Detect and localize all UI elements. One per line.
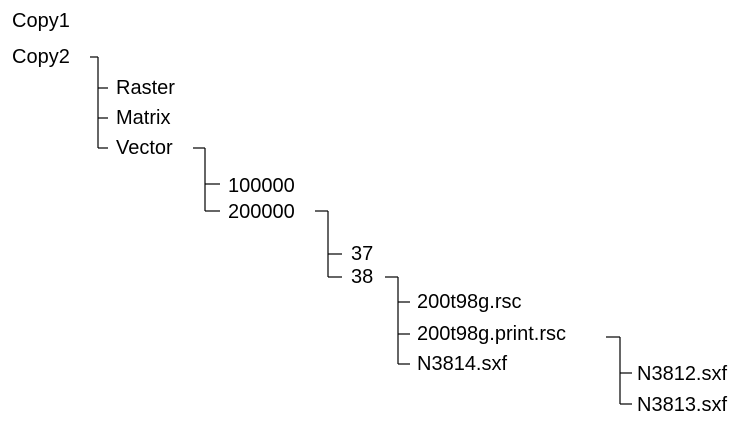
node-38: 38 [351,266,374,288]
node-37: 37 [351,243,374,265]
node-200000: 200000 [228,201,295,223]
node-100000: 100000 [228,175,295,197]
node-copy1: Copy1 [12,10,70,32]
node-copy2: Copy2 [12,46,70,68]
node-200t98g-print-rsc: 200t98g.print.rsc [417,323,566,345]
node-n3814-sxf: N3814.sxf [417,353,508,375]
node-matrix: Matrix [116,107,171,129]
node-raster: Raster [116,77,175,99]
node-n3812-sxf: N3812.sxf [637,363,728,385]
node-200t98g-rsc: 200t98g.rsc [417,291,522,313]
node-n3813-sxf: N3813.sxf [637,394,728,416]
node-vector: Vector [116,137,173,159]
